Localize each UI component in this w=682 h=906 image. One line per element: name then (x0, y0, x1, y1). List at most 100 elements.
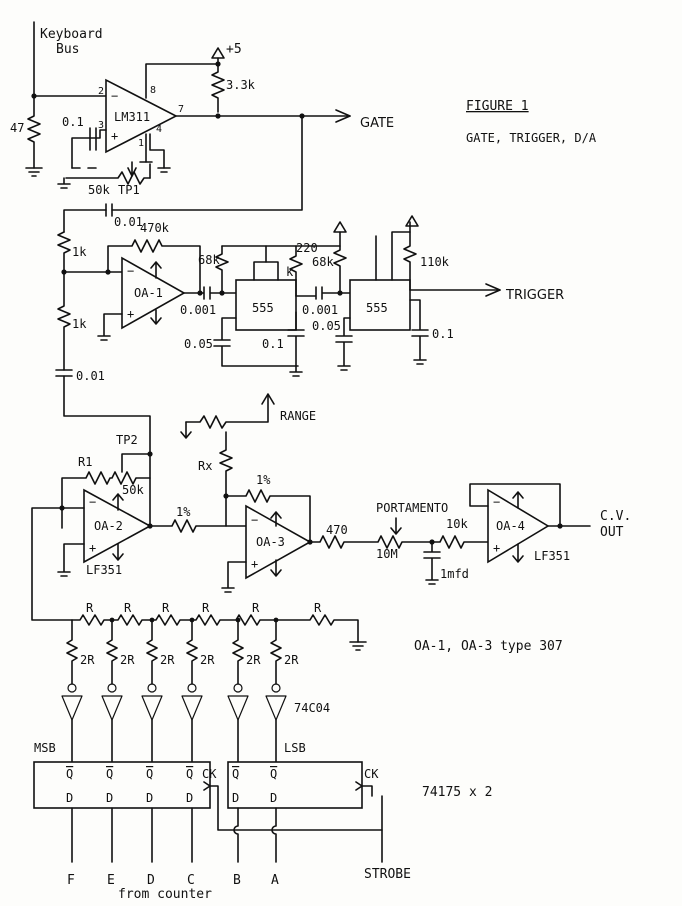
inverter-type-label: 74C04 (294, 701, 330, 715)
c1mfd-label: 1mfd (440, 567, 469, 581)
c01a-label: 0.1 (62, 115, 84, 129)
resistor-47 (27, 95, 41, 169)
oa2-opamp (83, 488, 152, 564)
c01c-label: 0.1 (432, 327, 454, 341)
schematic-text: 2R (284, 653, 299, 667)
schematic-text: CK (364, 767, 379, 781)
schematic-text: D (270, 791, 277, 805)
gate-feedback-wire (111, 115, 303, 211)
r110k-label: 110k (420, 255, 450, 269)
timer-555-b (349, 279, 411, 331)
tp2-label: TP2 (116, 433, 138, 447)
schematic-text: 2R (200, 653, 215, 667)
plus5-supply-icon (211, 47, 225, 59)
schematic-text: − (111, 89, 118, 103)
oa3-opamp (245, 504, 312, 580)
gate-comparator-section: Keyboard Bus 47 LM311 − + 2 3 8 7 1 4 +5… (10, 21, 394, 197)
timer-555-b-label: 555 (366, 301, 388, 315)
schematic-text: 2R (120, 653, 135, 667)
schematic-text: 3 (98, 120, 104, 131)
oa4-label: OA-4 (496, 519, 525, 533)
lsb-label: LSB (284, 741, 306, 755)
portamento-label: PORTAMENTO (376, 501, 448, 515)
oa1-label: OA-1 (134, 286, 163, 300)
inverter-gates (61, 683, 287, 721)
schematic-text: E (107, 873, 115, 888)
r220k-label: 220 (296, 241, 318, 255)
trigger-label: TRIGGER (505, 288, 564, 303)
schematic-text: 2R (246, 653, 261, 667)
strobe-label: STROBE (364, 867, 411, 882)
schematic-text: R (162, 601, 170, 615)
schematic-text: − (493, 495, 500, 509)
latch-type-label: 74175 x 2 (422, 785, 492, 800)
schematic-text: Q (106, 767, 113, 781)
oa3-label: OA-3 (256, 535, 285, 549)
pot50k-label: 50k (88, 183, 110, 197)
schematic-text: R (252, 601, 260, 615)
schematic-text: Q (232, 767, 239, 781)
figure-title: FIGURE 1 (466, 99, 529, 114)
cv-out-label-2: OUT (600, 525, 624, 540)
latch-74175-lsb (227, 761, 363, 809)
r3k3-label: 3.3k (226, 78, 256, 92)
r1k-a-label: 1k (72, 245, 87, 259)
schematic-text: + (89, 541, 96, 555)
c0001b-label: 0.001 (302, 303, 338, 317)
schematic-text: R (124, 601, 132, 615)
resistor-1k-a (57, 231, 71, 273)
schematic-text: 8 (150, 85, 156, 96)
gate-arrow-icon (335, 109, 351, 123)
schematic-text: + (251, 557, 258, 571)
schematic-text: R (202, 601, 210, 615)
r1pct-b-label: 1% (256, 473, 271, 487)
pot-50k-tp1 (65, 171, 151, 185)
r470-label: 470 (326, 523, 348, 537)
lm311-label: LM311 (114, 110, 150, 124)
schematic-text: D (106, 791, 113, 805)
schematic-text: Q (186, 767, 193, 781)
schematic-text: 1 (138, 138, 144, 149)
c0001a-label: 0.001 (180, 303, 216, 317)
resistor-rx (219, 431, 233, 497)
r1k-b-label: 1k (72, 317, 87, 331)
from-counter-label: from counter (118, 887, 212, 902)
pot50k-b-label: 50k (122, 483, 144, 497)
r1-label: R1 (78, 455, 92, 469)
r68k-a-label: 68k (198, 253, 220, 267)
cv-out-label: C.V. (600, 509, 631, 524)
schematic-text: Q (146, 767, 153, 781)
schematic-text: + (111, 129, 118, 143)
timer-555-a (235, 279, 297, 331)
timer-555-a-label: 555 (252, 301, 274, 315)
oa2-label: OA-2 (94, 519, 123, 533)
figure-subtitle: GATE, TRIGGER, D/A (466, 131, 597, 145)
resistor-68k-a (215, 245, 229, 294)
resistor-220k (289, 245, 303, 297)
r47-label: 47 (10, 121, 24, 135)
keyboard-bus-label: Keyboard (40, 27, 103, 42)
schematic-text: k (286, 265, 294, 279)
schematic-text: D (66, 791, 73, 805)
schematic-text: − (251, 513, 258, 527)
r68k-b-label: 68k (312, 255, 334, 269)
c005b-label: 0.05 (312, 319, 341, 333)
schematic-text: B (233, 873, 241, 888)
schematic-text: D (186, 791, 193, 805)
resistor-3k3 (211, 63, 225, 113)
schematic-text: D (146, 791, 153, 805)
resistor-110k (403, 231, 417, 291)
lm311-comparator (105, 78, 178, 154)
schematic-text: 4 (156, 124, 162, 135)
schematic-text: D (147, 873, 155, 888)
opamp-type-note: OA-1, OA-3 type 307 (414, 639, 563, 654)
keyboard-bus-label-2: Bus (56, 42, 79, 57)
schematic-text: 2R (160, 653, 175, 667)
schematic-text: R (314, 601, 322, 615)
schematic-text: Q (270, 767, 277, 781)
r470k-label: 470k (140, 221, 170, 235)
schematic-text: Q (66, 767, 73, 781)
c01b-label: 0.1 (262, 337, 284, 351)
schematic-text: 2R (80, 653, 95, 667)
rx-label: Rx (198, 459, 212, 473)
